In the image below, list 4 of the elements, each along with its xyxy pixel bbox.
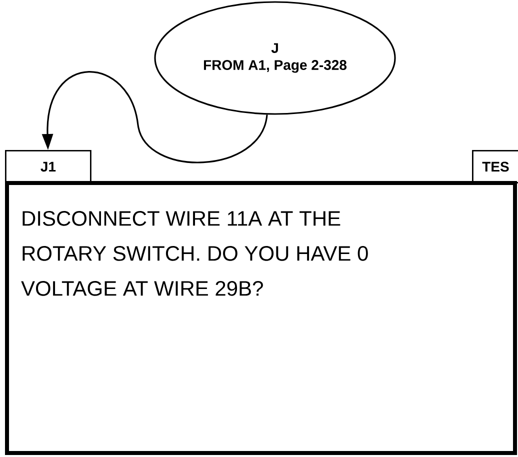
tab-box: TES — [472, 150, 518, 184]
oval-bubble: J FROM A1, Page 2-328 — [154, 1, 396, 115]
question-box: DISCONNECT WIRE 11A AT THE ROTARY SWITCH. DO YOU HAVE 0 VOLTAGE AT WIRE 29B? — [5, 181, 517, 455]
tab-box: J1 — [5, 150, 92, 184]
